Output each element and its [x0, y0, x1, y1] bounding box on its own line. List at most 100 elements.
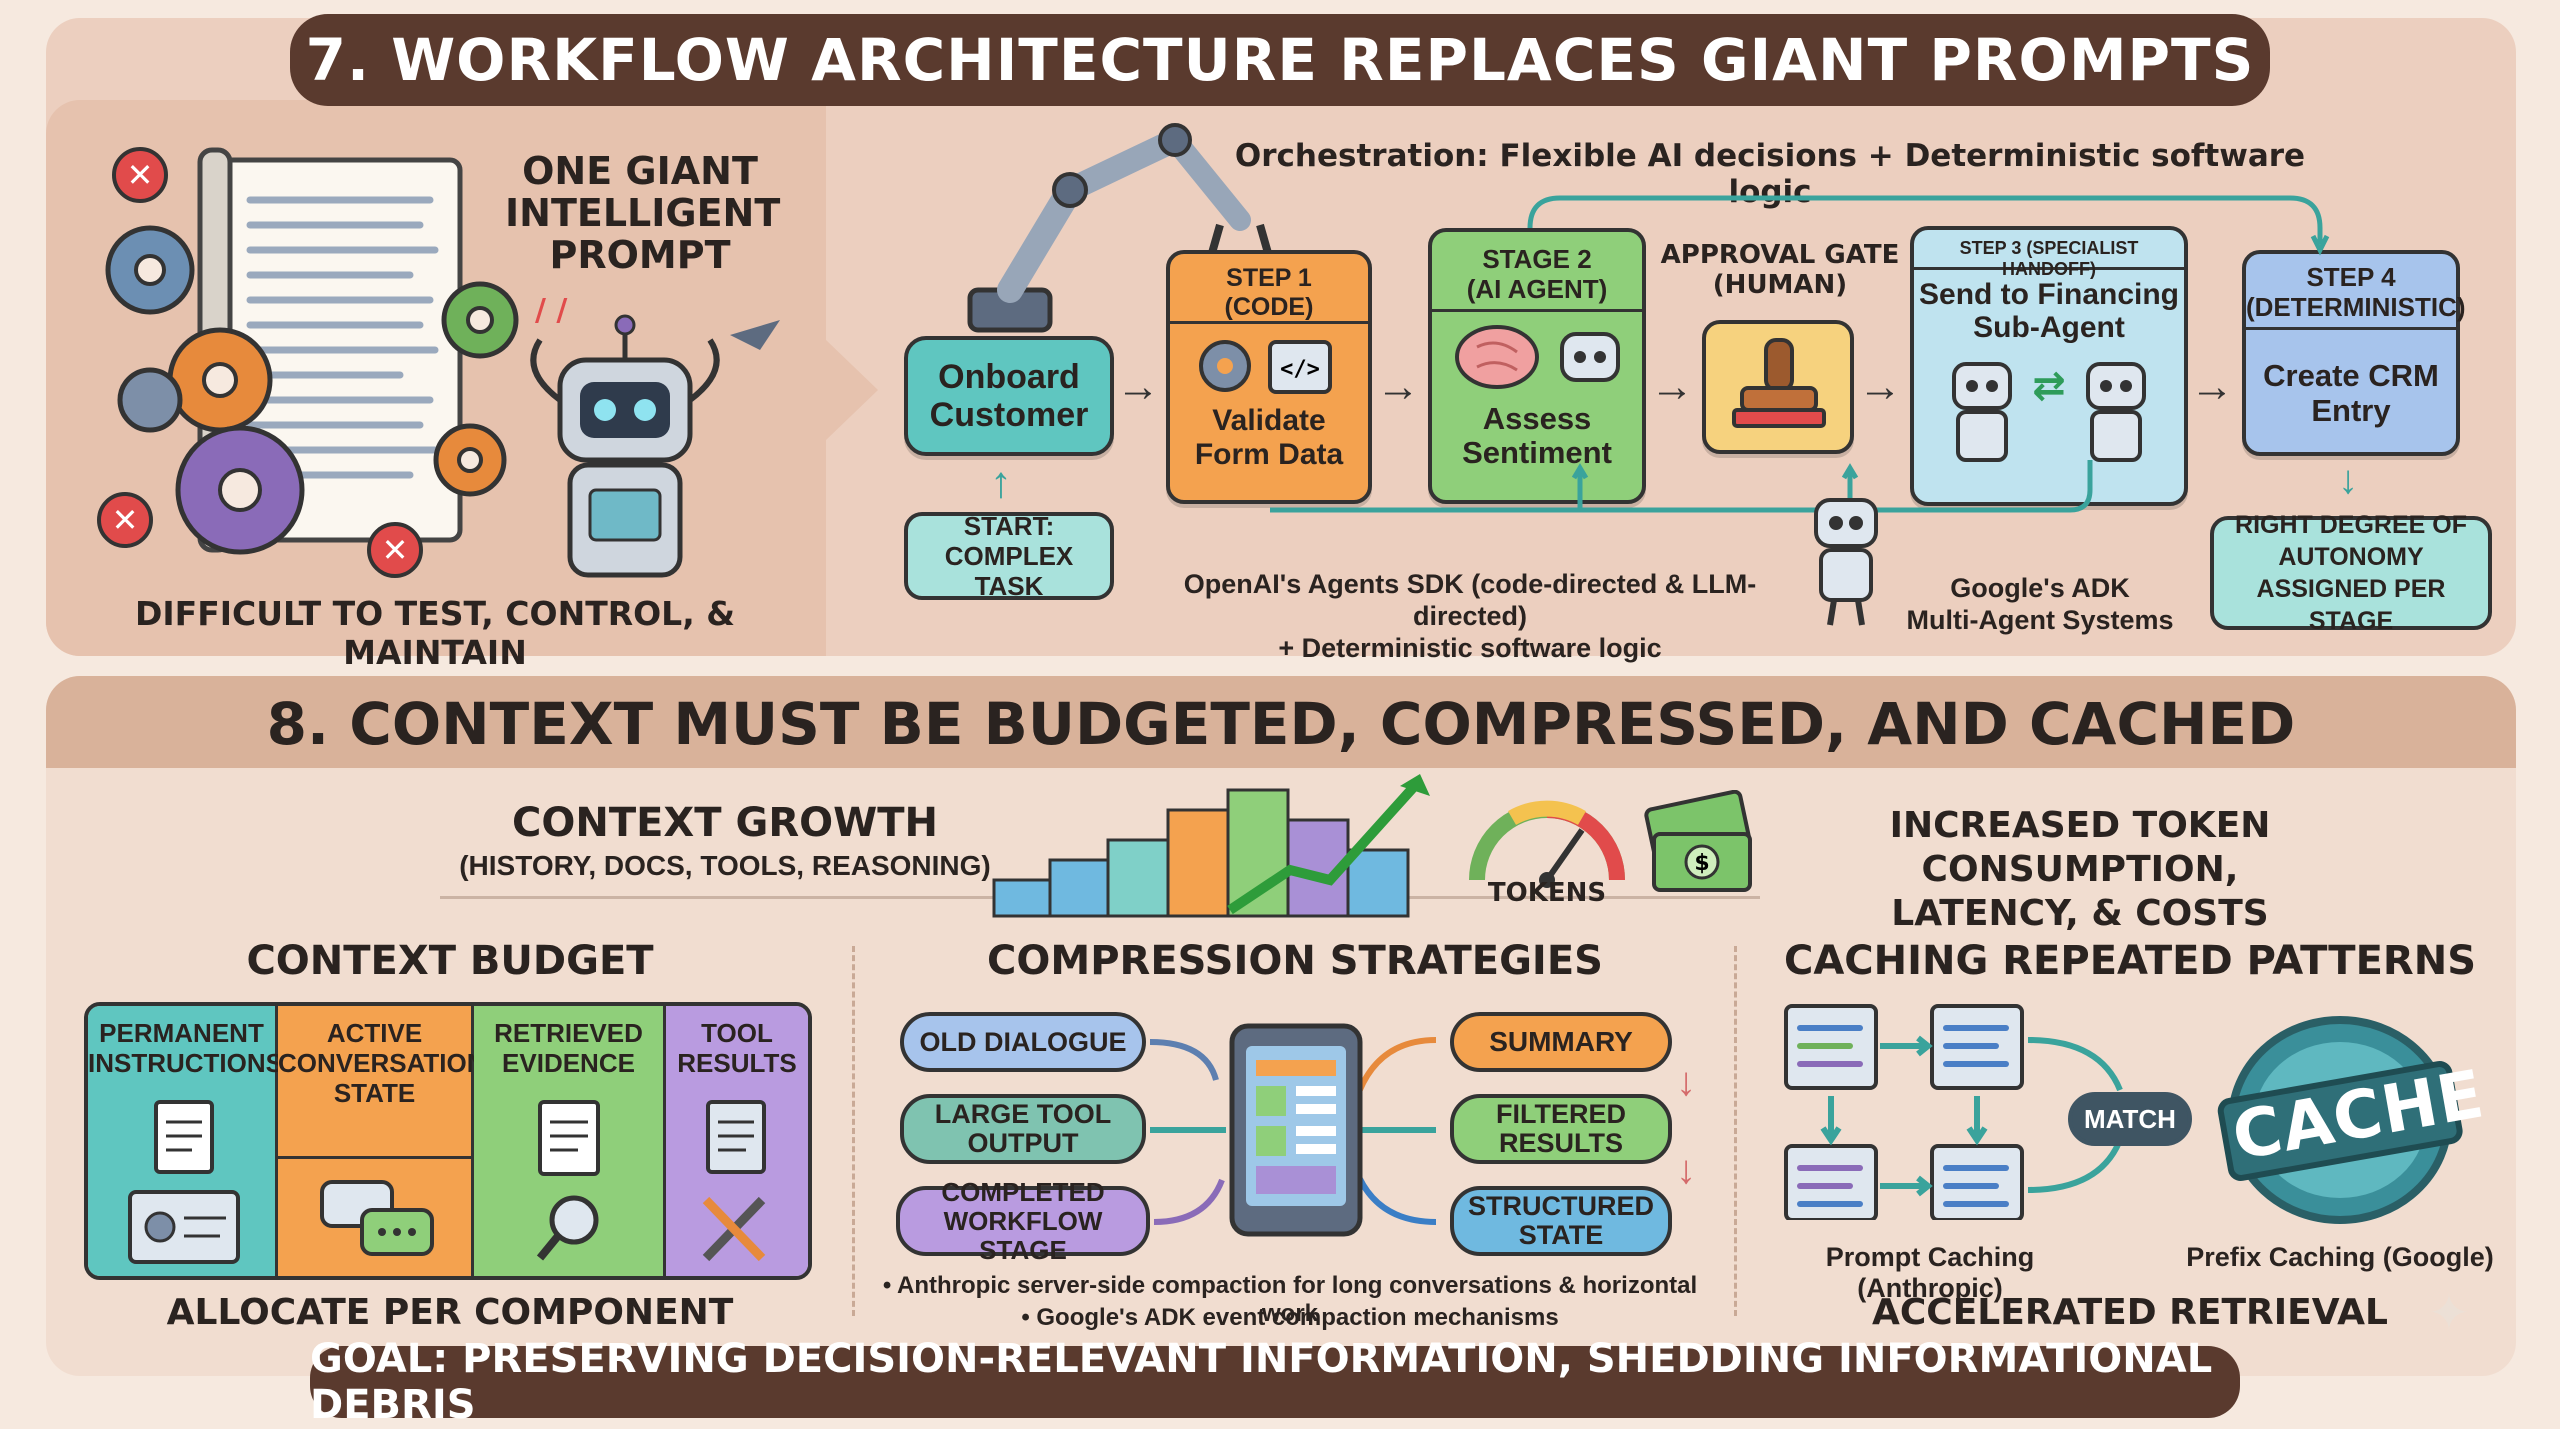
arrow-down-autonomy: ↓ [2338, 458, 2358, 502]
robot-arm-icon [967, 123, 1274, 333]
orchestration-lines [1270, 195, 2330, 513]
search-document-icon [536, 1100, 600, 1261]
arrow-approval-step3: → [1858, 362, 1902, 411]
stage2-body: Assess Sentiment [1462, 401, 1612, 470]
autonomy-label: RIGHT DEGREE OF AUTONOMY ASSIGNED PER ST… [2235, 511, 2467, 635]
google-adk-caption: Google's ADK Multi-Agent Systems [1906, 573, 2174, 635]
giant-prompt-line-3: PROMPT [549, 233, 731, 277]
budget-col-evidence: RETRIEVED EVIDENCE [474, 1006, 666, 1276]
small-robot-icon [1814, 498, 1878, 626]
section7-title: 7. WORKFLOW ARCHITECTURE REPLACES GIANT … [305, 26, 2255, 94]
approval-header: APPROVAL GATE (HUMAN) [1660, 240, 1900, 300]
caching-flow-icon [1784, 1004, 2123, 1220]
step3-body: Send to Financing Sub-Agent [1919, 278, 2179, 344]
caching-caption: ACCELERATED RETRIEVAL [1872, 1292, 2388, 1333]
match-label: MATCH [2084, 1103, 2176, 1134]
tokens-label: TOKENS [1487, 878, 1607, 908]
prefix-caching-label: Prefix Caching (Google) [2186, 1242, 2494, 1272]
handoff-robots-icon: ⇄ [1952, 362, 2146, 462]
budget-col-permanent-label: PERMANENT INSTRUCTIONS [88, 1018, 283, 1078]
section8-title: 8. CONTEXT MUST BE BUDGETED, COMPRESSED,… [266, 690, 2296, 758]
budget-col-tools: TOOL RESULTS [666, 1006, 808, 1276]
compression-note-1: • Anthropic server-side compaction for l… [882, 1272, 1698, 1327]
compression-title: COMPRESSION STRATEGIES [987, 938, 1603, 984]
workflow-stage-label: COMPLETED WORKFLOW STAGE [941, 1176, 1105, 1265]
compression-input-old-dialogue: OLD DIALOGUE [900, 1012, 1146, 1072]
section7-chevron [826, 100, 878, 656]
step1-body: Validate Form Data [1194, 404, 1344, 471]
giant-prompt-label: ONE GIANT INTELLIGENT PROMPT [505, 149, 781, 277]
step3-box: STEP 3 (SPECIALIST HANDOFF) Send to Fina… [1910, 226, 2188, 506]
sparkle-icon: ✦ [2428, 1285, 2470, 1341]
svg-text:✕: ✕ [382, 531, 409, 569]
budget-col-permanent: PERMANENT INSTRUCTIONS [88, 1006, 283, 1276]
tool-output-label: LARGE TOOL OUTPUT [934, 1099, 1112, 1158]
step4-body: Create CRM Entry [2263, 358, 2439, 428]
orchestration-label: Orchestration: Flexible AI decisions + D… [1234, 138, 2306, 210]
goal-banner: GOAL: PRESERVING DECISION-RELEVANT INFOR… [310, 1336, 2240, 1428]
cache-seal-icon [2217, 1016, 2463, 1224]
document-icon [128, 1100, 240, 1264]
conversation-divider [278, 1156, 471, 1159]
giant-prompt-caption: DIFFICULT TO TEST, CONTROL, & MAINTAIN [134, 594, 735, 672]
match-badge: MATCH [2068, 1092, 2192, 1146]
openai-sdk-caption: OpenAI's Agents SDK (code-directed & LLM… [1150, 568, 1790, 664]
section7-title-banner: 7. WORKFLOW ARCHITECTURE REPLACES GIANT … [290, 14, 2270, 106]
svg-text:✕: ✕ [112, 501, 139, 539]
arrow-up-start: ↑ [990, 458, 1012, 507]
giant-prompt-illustration: ✕ ✕ ✕ / / [97, 147, 780, 578]
tokens-gauge-icon [1469, 800, 1625, 888]
increased-cost-label: INCREASED TOKEN CONSUMPTION, LATENCY, & … [1889, 805, 2271, 934]
compression-note-2: • Google's ADK event compaction mechanis… [1021, 1304, 1559, 1331]
structured-label: STRUCTURED STATE [1468, 1191, 1654, 1250]
giant-prompt-line-2: INTELLIGENT [505, 191, 781, 235]
growing-blocks-icon [992, 774, 1430, 918]
svg-text:$: $ [1694, 851, 1709, 876]
compression-output-summary: SUMMARY [1450, 1012, 1672, 1072]
arrow-onboard-step1: → [1116, 362, 1160, 411]
budget-title: CONTEXT BUDGET [246, 938, 654, 984]
arrow-stage2-approval: → [1650, 362, 1694, 411]
down-arrow-icon-2: ↓ [1676, 1148, 1696, 1192]
compression-input-workflow-stage: COMPLETED WORKFLOW STAGE [896, 1177, 1150, 1264]
filtered-label: FILTERED RESULTS [1496, 1099, 1626, 1158]
col-divider-2 [1734, 946, 1737, 1316]
svg-text:</>: </> [1280, 357, 1320, 382]
openai-line-1: OpenAI's Agents SDK (code-directed & LLM… [1183, 569, 1757, 631]
autonomy-pill: RIGHT DEGREE OF AUTONOMY ASSIGNED PER ST… [2210, 511, 2492, 635]
step3-header: STEP 3 (SPECIALIST HANDOFF) [1914, 230, 2184, 279]
goal-text: GOAL: PRESERVING DECISION-RELEVANT INFOR… [310, 1336, 2213, 1428]
step1-header: STEP 1 (CODE) [1170, 254, 1368, 324]
stamp-icon [1732, 338, 1826, 428]
col-divider-1 [852, 946, 855, 1316]
old-dialogue-label: OLD DIALOGUE [919, 1026, 1127, 1057]
giant-prompt-line-1: ONE GIANT [522, 149, 758, 193]
step4-header: STEP 4 (DETERMINISTIC) [2246, 254, 2466, 330]
compression-input-tool-output: LARGE TOOL OUTPUT [900, 1094, 1146, 1164]
growth-subtitle: (HISTORY, DOCS, TOOLS, REASONING) [459, 850, 991, 881]
budget-caption: ALLOCATE PER COMPONENT [166, 1292, 734, 1333]
budget-col-conversation: ACTIVE CONVERSATION STATE [278, 1006, 486, 1276]
stage2-box: STAGE 2 (AI AGENT) Assess Sentiment [1428, 228, 1646, 504]
arrow-step3-step4: → [2190, 362, 2234, 411]
budget-col-tools-label: TOOL RESULTS [677, 1018, 797, 1078]
budget-grid: PERMANENT INSTRUCTIONS ACTIVE CONVERSATI… [84, 1002, 812, 1280]
section8-title-band [46, 676, 2516, 768]
budget-col-conversation-label: ACTIVE CONVERSATION STATE [278, 1018, 486, 1108]
tools-icon [702, 1100, 766, 1262]
arrow-step1-stage2: → [1376, 362, 1420, 411]
compression-output-filtered: FILTERED RESULTS [1450, 1094, 1672, 1164]
phone-compressor-icon [1229, 1023, 1363, 1237]
onboard-customer-box: Onboard Customer [904, 336, 1114, 456]
step1-box: STEP 1 (CODE) </> Validate Form Data [1166, 250, 1372, 504]
approval-box [1702, 320, 1854, 454]
openai-line-2: + Deterministic software logic [1278, 633, 1662, 663]
prompt-caching-label: Prompt Caching (Anthropic) [1825, 1242, 2035, 1303]
start-pill: START: COMPLEX TASK [904, 511, 1114, 601]
budget-col-evidence-label: RETRIEVED EVIDENCE [494, 1018, 643, 1078]
growth-title: CONTEXT GROWTH [511, 800, 938, 846]
brain-robot-icon [1455, 325, 1620, 389]
step4-box: STEP 4 (DETERMINISTIC) Create CRM Entry [2242, 250, 2466, 456]
code-gear-icon: </> [1199, 340, 1332, 394]
start-label: START: COMPLEX TASK [944, 511, 1074, 601]
